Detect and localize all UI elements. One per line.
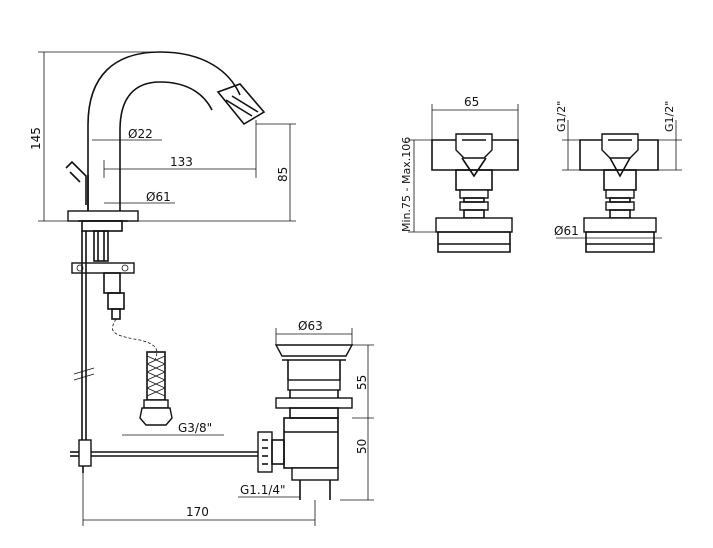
label-handle-width: 65 — [464, 95, 479, 109]
label-spout-diameter: Ø22 — [128, 127, 153, 141]
mixer-base — [67, 210, 139, 222]
label-waste-upper-height: 55 — [355, 375, 369, 390]
label-reach: 133 — [170, 155, 193, 169]
label-height-total: 145 — [29, 127, 43, 150]
valve-front-dimensions — [408, 104, 519, 233]
pop-up-waste — [257, 344, 354, 500]
label-spout-height: 85 — [276, 167, 290, 182]
label-inlet-right: G1/2" — [663, 101, 676, 132]
flexible-hose — [112, 318, 173, 426]
label-waste-thread: G1.1/4" — [240, 483, 286, 497]
mixer-elevation — [65, 51, 266, 320]
label-base-diameter: Ø61 — [146, 190, 171, 204]
label-waste-lower-height: 50 — [355, 439, 369, 454]
label-hose-thread: G3/8" — [178, 421, 212, 435]
valve-front-view — [431, 133, 519, 253]
valve-side-dimensions — [556, 120, 682, 239]
label-valve-base-diameter: Ø61 — [554, 224, 579, 238]
pop-up-rod — [70, 231, 270, 473]
label-waste-top-diameter: Ø63 — [298, 319, 323, 333]
label-inlet-left: G1/2" — [555, 101, 568, 132]
valve-side-view — [579, 133, 659, 253]
mixer-dimensions — [38, 51, 374, 526]
label-install-range: Min.75 - Max.106 — [400, 137, 413, 232]
label-pop-up-length: 170 — [186, 505, 209, 519]
